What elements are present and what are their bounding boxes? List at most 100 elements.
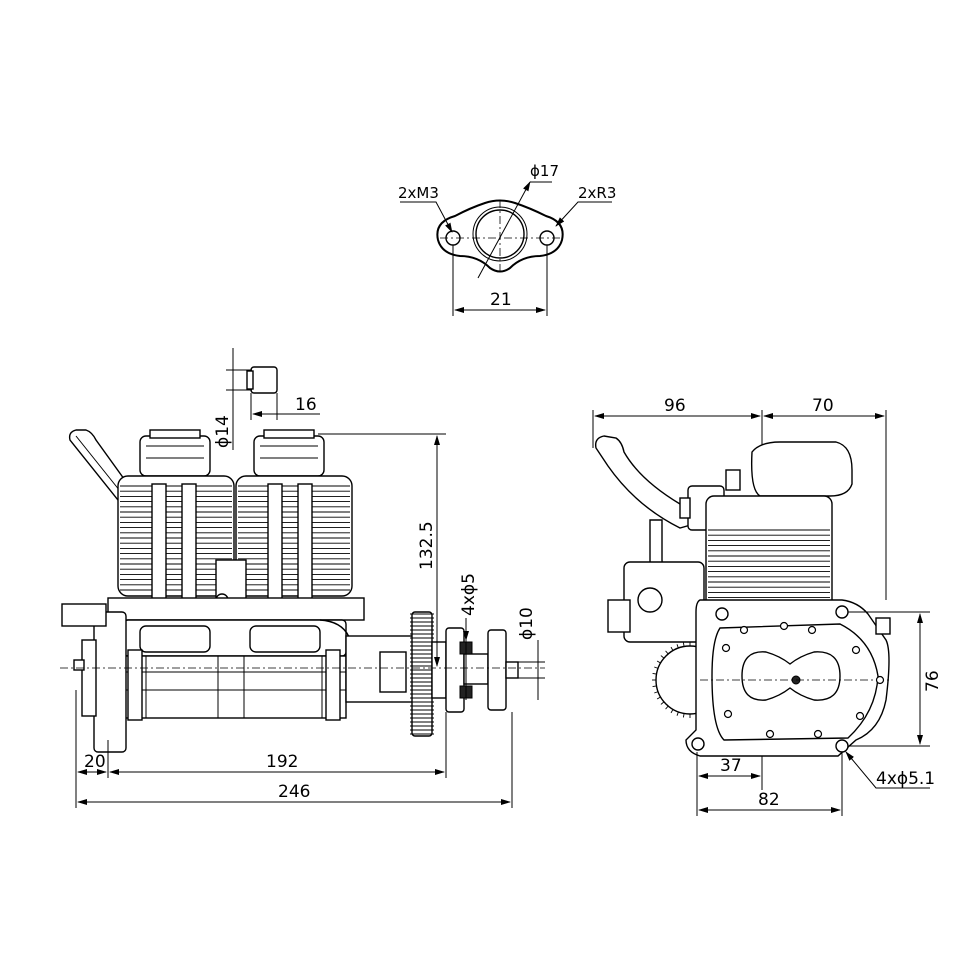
flywheel-tooth [654,666,659,669]
leader-4xd5-1 [845,751,930,789]
leader-r3 [555,201,612,227]
engine-side-view: 16 ϕ14 [60,348,545,808]
plate-bolt [855,711,865,721]
flywheel-tooth [665,650,669,655]
flywheel-tooth [660,701,665,705]
label-21: 21 [490,290,512,310]
head-cap-1 [139,435,211,477]
head-cap-top-2 [263,429,315,439]
label-132-5: 132.5 [417,521,437,570]
mount-hole-1 [715,607,729,621]
fins-group-1 [120,485,232,591]
label-70: 70 [812,396,834,416]
prop-shaft-boss [463,653,489,685]
flywheel-tooth [676,711,679,716]
fitting-collar [246,370,254,390]
mount-plate-cutout [741,651,841,701]
label-20: 20 [84,752,106,772]
label-d14: ϕ14 [213,415,233,448]
leader-m3 [400,201,453,233]
flywheel-tooth [670,709,674,714]
prop-hub-back [431,641,447,699]
plate-bolt [875,675,885,685]
prop-drive-washer [445,627,465,713]
cylinder-body-2 [235,475,353,597]
front-fins-group [708,529,830,609]
leader-d17 [477,181,531,279]
label-37: 37 [720,756,742,776]
rear-plate [61,603,127,753]
front-housing [60,611,545,737]
label-16: 16 [295,395,317,415]
cylinder-body-1 [117,475,235,597]
flange-bore [475,209,525,259]
front-housing-boss [379,651,407,693]
mount-plate-inner [711,623,879,741]
label-96: 96 [664,396,686,416]
flywheel-tooth [656,696,661,700]
fitting-detail: 16 ϕ14 [213,348,320,450]
label-76: 76 [923,670,943,692]
flywheel-tooth [660,655,665,659]
pushrod-1b [181,483,197,603]
flywheel-tooth [665,705,669,710]
mount-hole-4 [835,739,849,753]
exhaust-flange-view: 2xM3 ϕ17 2xR3 21 [398,162,616,316]
plate-bolt [739,625,749,635]
plate-bolt [813,729,823,739]
fitting-body [250,366,278,394]
side-connector [875,617,891,635]
cylinder-fins-2 [235,475,353,603]
label-2xr3: 2xR3 [578,184,616,202]
flywheel-tooth [682,642,685,647]
engine-front-view: 96 70 76 [592,396,943,816]
label-d10: ϕ10 [517,607,537,640]
stud-left [127,649,143,721]
label-2xm3: 2xM3 [398,184,439,202]
mount-hole-2 [835,605,849,619]
cylinder-head-2 [253,429,325,477]
flywheel-tooth [654,691,659,694]
plate-bolt [765,729,775,739]
label-d17: ϕ17 [530,162,559,180]
pushrod-2b [297,483,313,603]
front-head-cover [750,441,853,497]
rear-hub [81,639,97,717]
plate-bolt [851,645,861,655]
pushrod-2a [267,483,283,603]
exhaust-collar-lip [679,497,691,519]
label-4xd5-1: 4xϕ5.1 [876,769,935,789]
plate-bolts [721,621,885,739]
carb-lever [607,599,631,633]
pushrod-1a [151,483,167,603]
carb-throttle [637,587,663,613]
crankcase-lobe-2 [249,625,321,653]
flywheel-tooth [670,646,674,651]
flange-outline [436,199,564,273]
flywheel-tooth [652,672,657,675]
flywheel-tooth [656,660,661,664]
plate-bolt [721,643,731,653]
plate-bolt [779,621,789,631]
rear-nipple [73,659,85,671]
rear-box [61,603,107,627]
mount-hole-3 [691,737,705,751]
cylinder-head-1 [139,429,211,477]
crankcase [107,597,365,721]
label-246: 246 [278,782,310,802]
plate-bolt [723,709,733,719]
stud-right [325,649,341,721]
head-cap-2 [253,435,325,477]
crankcase-top [107,597,365,621]
carburetor [623,561,705,643]
crankcase-lower [123,655,347,719]
flywheel-tooth [676,644,679,649]
prop-front-washer [487,629,507,711]
head-cap-top-1 [149,429,201,439]
exhaust-pipe-left [68,429,133,501]
exhaust-pipe-line [75,435,125,497]
plate-bolt [807,625,817,635]
fins-group-2 [238,485,350,591]
head-fitting [725,469,741,491]
